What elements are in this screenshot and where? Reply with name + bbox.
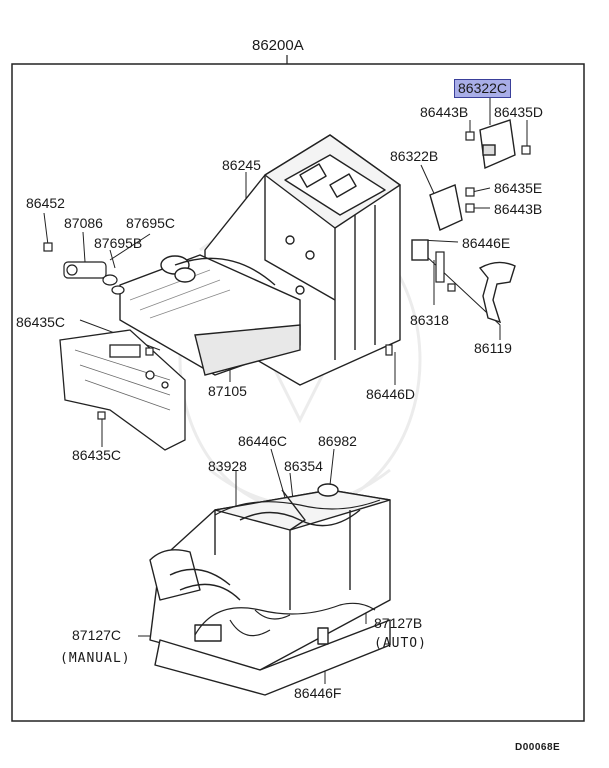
heater-core	[119, 254, 301, 376]
part-label-86435E[interactable]: 86435E	[494, 180, 543, 196]
part-label-87127B[interactable]: 87127B	[374, 615, 423, 631]
part-label-86982[interactable]: 86982	[318, 433, 357, 449]
heater-case-lower	[149, 483, 391, 696]
part-label-86452[interactable]: 86452	[26, 195, 65, 211]
part-label-87695B[interactable]: 87695B	[94, 235, 143, 251]
mode-linkage-assembly	[59, 329, 186, 451]
part-label-86446C[interactable]: 86446C	[238, 433, 288, 449]
part-label-87695C[interactable]: 87695C	[126, 215, 176, 231]
part-label-86443B-mid[interactable]: 86443B	[494, 201, 543, 217]
part-label-87086[interactable]: 87086	[64, 215, 103, 231]
part-label-87127C[interactable]: 87127C	[72, 627, 122, 643]
part-label-86245[interactable]: 86245	[222, 157, 261, 173]
part-label-87105[interactable]: 87105	[208, 383, 247, 399]
actuator-86322C	[411, 119, 516, 261]
lever-86119	[478, 261, 516, 324]
part-label-86446D[interactable]: 86446D	[366, 386, 416, 402]
wire-harness	[194, 499, 381, 637]
part-label-86354[interactable]: 86354	[284, 458, 323, 474]
part-label-86435C-left[interactable]: 86435C	[16, 314, 66, 330]
part-label-86435D[interactable]: 86435D	[494, 104, 544, 120]
part-label-83928[interactable]: 83928	[208, 458, 247, 474]
diagram-title: 86200A	[252, 37, 304, 54]
part-label-86446E[interactable]: 86446E	[462, 235, 511, 251]
part-label-86119[interactable]: 86119	[474, 340, 512, 356]
note-manual: (MANUAL)	[60, 651, 131, 666]
figure-code: D00068E	[515, 742, 561, 753]
part-label-86318[interactable]: 86318	[410, 312, 449, 328]
part-label-86322B[interactable]: 86322B	[390, 148, 439, 164]
part-label-86322C-highlighted[interactable]: 86322C	[454, 79, 512, 98]
part-label-86435C-bottom[interactable]: 86435C	[72, 447, 122, 463]
diagram-frame	[11, 63, 585, 722]
part-label-86446F[interactable]: 86446F	[294, 685, 342, 701]
note-auto: (AUTO)	[374, 636, 427, 651]
small-fasteners	[43, 131, 531, 420]
part-label-86443B-top[interactable]: 86443B	[420, 104, 469, 120]
